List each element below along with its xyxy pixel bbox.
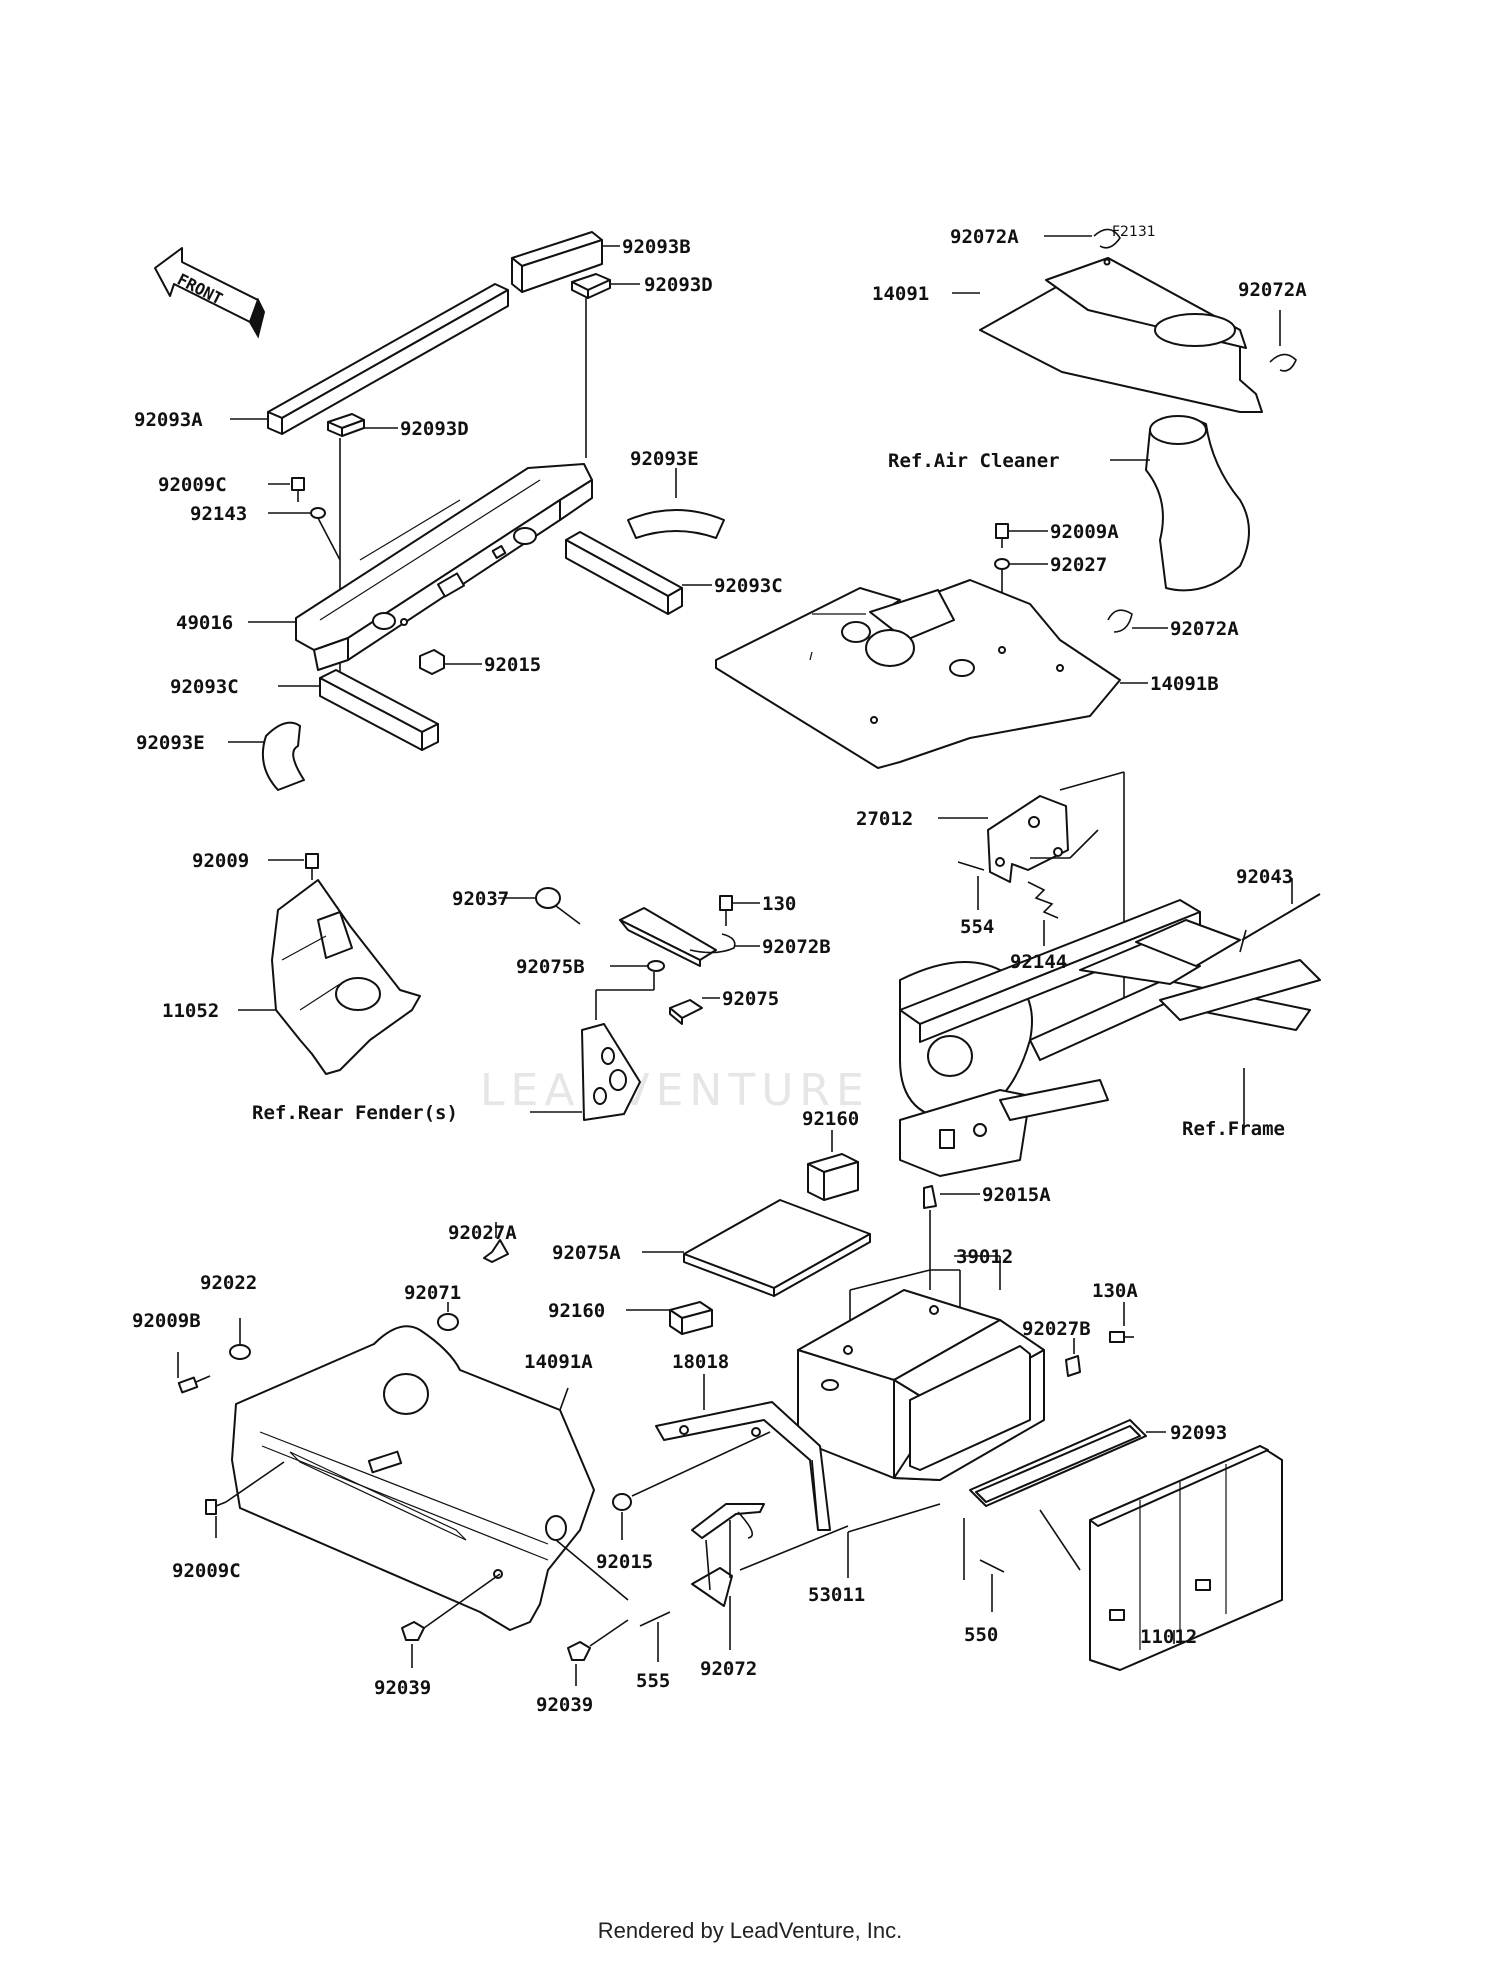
label-92093C-left: 92093C <box>170 676 239 698</box>
fender-bracket-group <box>498 887 760 1121</box>
label-92072B: 92072B <box>762 936 831 958</box>
footer-credit: Rendered by LeadVenture, Inc. <box>597 1918 903 1943</box>
label-92072A-3: 92072A <box>1170 618 1239 640</box>
label-92009A: 92009A <box>1050 521 1119 543</box>
label-92015A: 92015A <box>982 1184 1051 1206</box>
label-92093C-right: 92093C <box>714 575 783 597</box>
label-27012: 27012 <box>856 808 913 830</box>
label-550: 550 <box>964 1624 998 1646</box>
covers-group <box>715 228 1297 769</box>
label-92027B: 92027B <box>1022 1318 1091 1340</box>
label-92093D-top: 92093D <box>644 274 713 296</box>
label-92075B: 92075B <box>516 956 585 978</box>
label-92009: 92009 <box>192 850 249 872</box>
part-labels: 92093B 92093D 92093A 92093D 92009C 92143… <box>132 226 1307 1716</box>
label-92093: 92093 <box>1170 1422 1227 1444</box>
label-92072A-2: 92072A <box>1238 279 1307 301</box>
label-49016: 49016 <box>176 612 233 634</box>
watermark: LEADVENTURE <box>480 1065 870 1116</box>
label-ref-air-cleaner: Ref.Air Cleaner <box>888 450 1060 472</box>
label-ref-frame: Ref.Frame <box>1182 1118 1285 1140</box>
bracket-18018-group <box>612 1374 849 1662</box>
label-92093B: 92093B <box>622 236 691 258</box>
label-130A: 130A <box>1092 1280 1138 1302</box>
label-92160-mid: 92160 <box>548 1300 605 1322</box>
label-92144: 92144 <box>1010 951 1067 973</box>
label-92027: 92027 <box>1050 554 1107 576</box>
label-92039-a: 92039 <box>374 1677 431 1699</box>
label-92022: 92022 <box>200 1272 257 1294</box>
label-92009C-bottom: 92009C <box>172 1560 241 1582</box>
label-53011: 53011 <box>808 1584 865 1606</box>
label-14091B: 14091B <box>1150 673 1219 695</box>
label-92071: 92071 <box>404 1282 461 1304</box>
seal-strips-group <box>228 231 725 791</box>
label-92143: 92143 <box>190 503 247 525</box>
frame-group <box>899 771 1321 1177</box>
label-92037: 92037 <box>452 888 509 910</box>
front-arrow: FRONT <box>154 247 266 339</box>
label-555: 555 <box>636 1670 670 1692</box>
label-130: 130 <box>762 893 796 915</box>
label-14091A: 14091A <box>524 1351 593 1373</box>
label-ref-rear-fender: Ref.Rear Fender(s) <box>252 1102 458 1124</box>
label-11012: 11012 <box>1140 1626 1197 1648</box>
label-92160-top: 92160 <box>802 1108 859 1130</box>
label-92043: 92043 <box>1236 866 1293 888</box>
label-92093E-top: 92093E <box>630 448 699 470</box>
label-92027A: 92027A <box>448 1222 517 1244</box>
label-18018: 18018 <box>672 1351 729 1373</box>
label-92093E-left: 92093E <box>136 732 205 754</box>
label-92093D-mid: 92093D <box>400 418 469 440</box>
label-92009B: 92009B <box>132 1310 201 1332</box>
label-92039-b: 92039 <box>536 1694 593 1716</box>
label-92093A: 92093A <box>134 409 203 431</box>
label-11052: 11052 <box>162 1000 219 1022</box>
label-14091: 14091 <box>872 283 929 305</box>
label-554: 554 <box>960 916 994 938</box>
battery-box-group <box>626 1130 1283 1671</box>
bracket-11052-group <box>238 853 421 1075</box>
label-92015-top: 92015 <box>484 654 541 676</box>
diagram-code: F2131 <box>1112 224 1156 240</box>
label-92072A-1: 92072A <box>950 226 1019 248</box>
label-92075A: 92075A <box>552 1242 621 1264</box>
label-92015-bottom: 92015 <box>596 1551 653 1573</box>
label-92072: 92072 <box>700 1658 757 1680</box>
cover-14091a-group <box>177 1222 629 1686</box>
label-39012: 39012 <box>956 1246 1013 1268</box>
label-92009C-top: 92009C <box>158 474 227 496</box>
label-92075: 92075 <box>722 988 779 1010</box>
